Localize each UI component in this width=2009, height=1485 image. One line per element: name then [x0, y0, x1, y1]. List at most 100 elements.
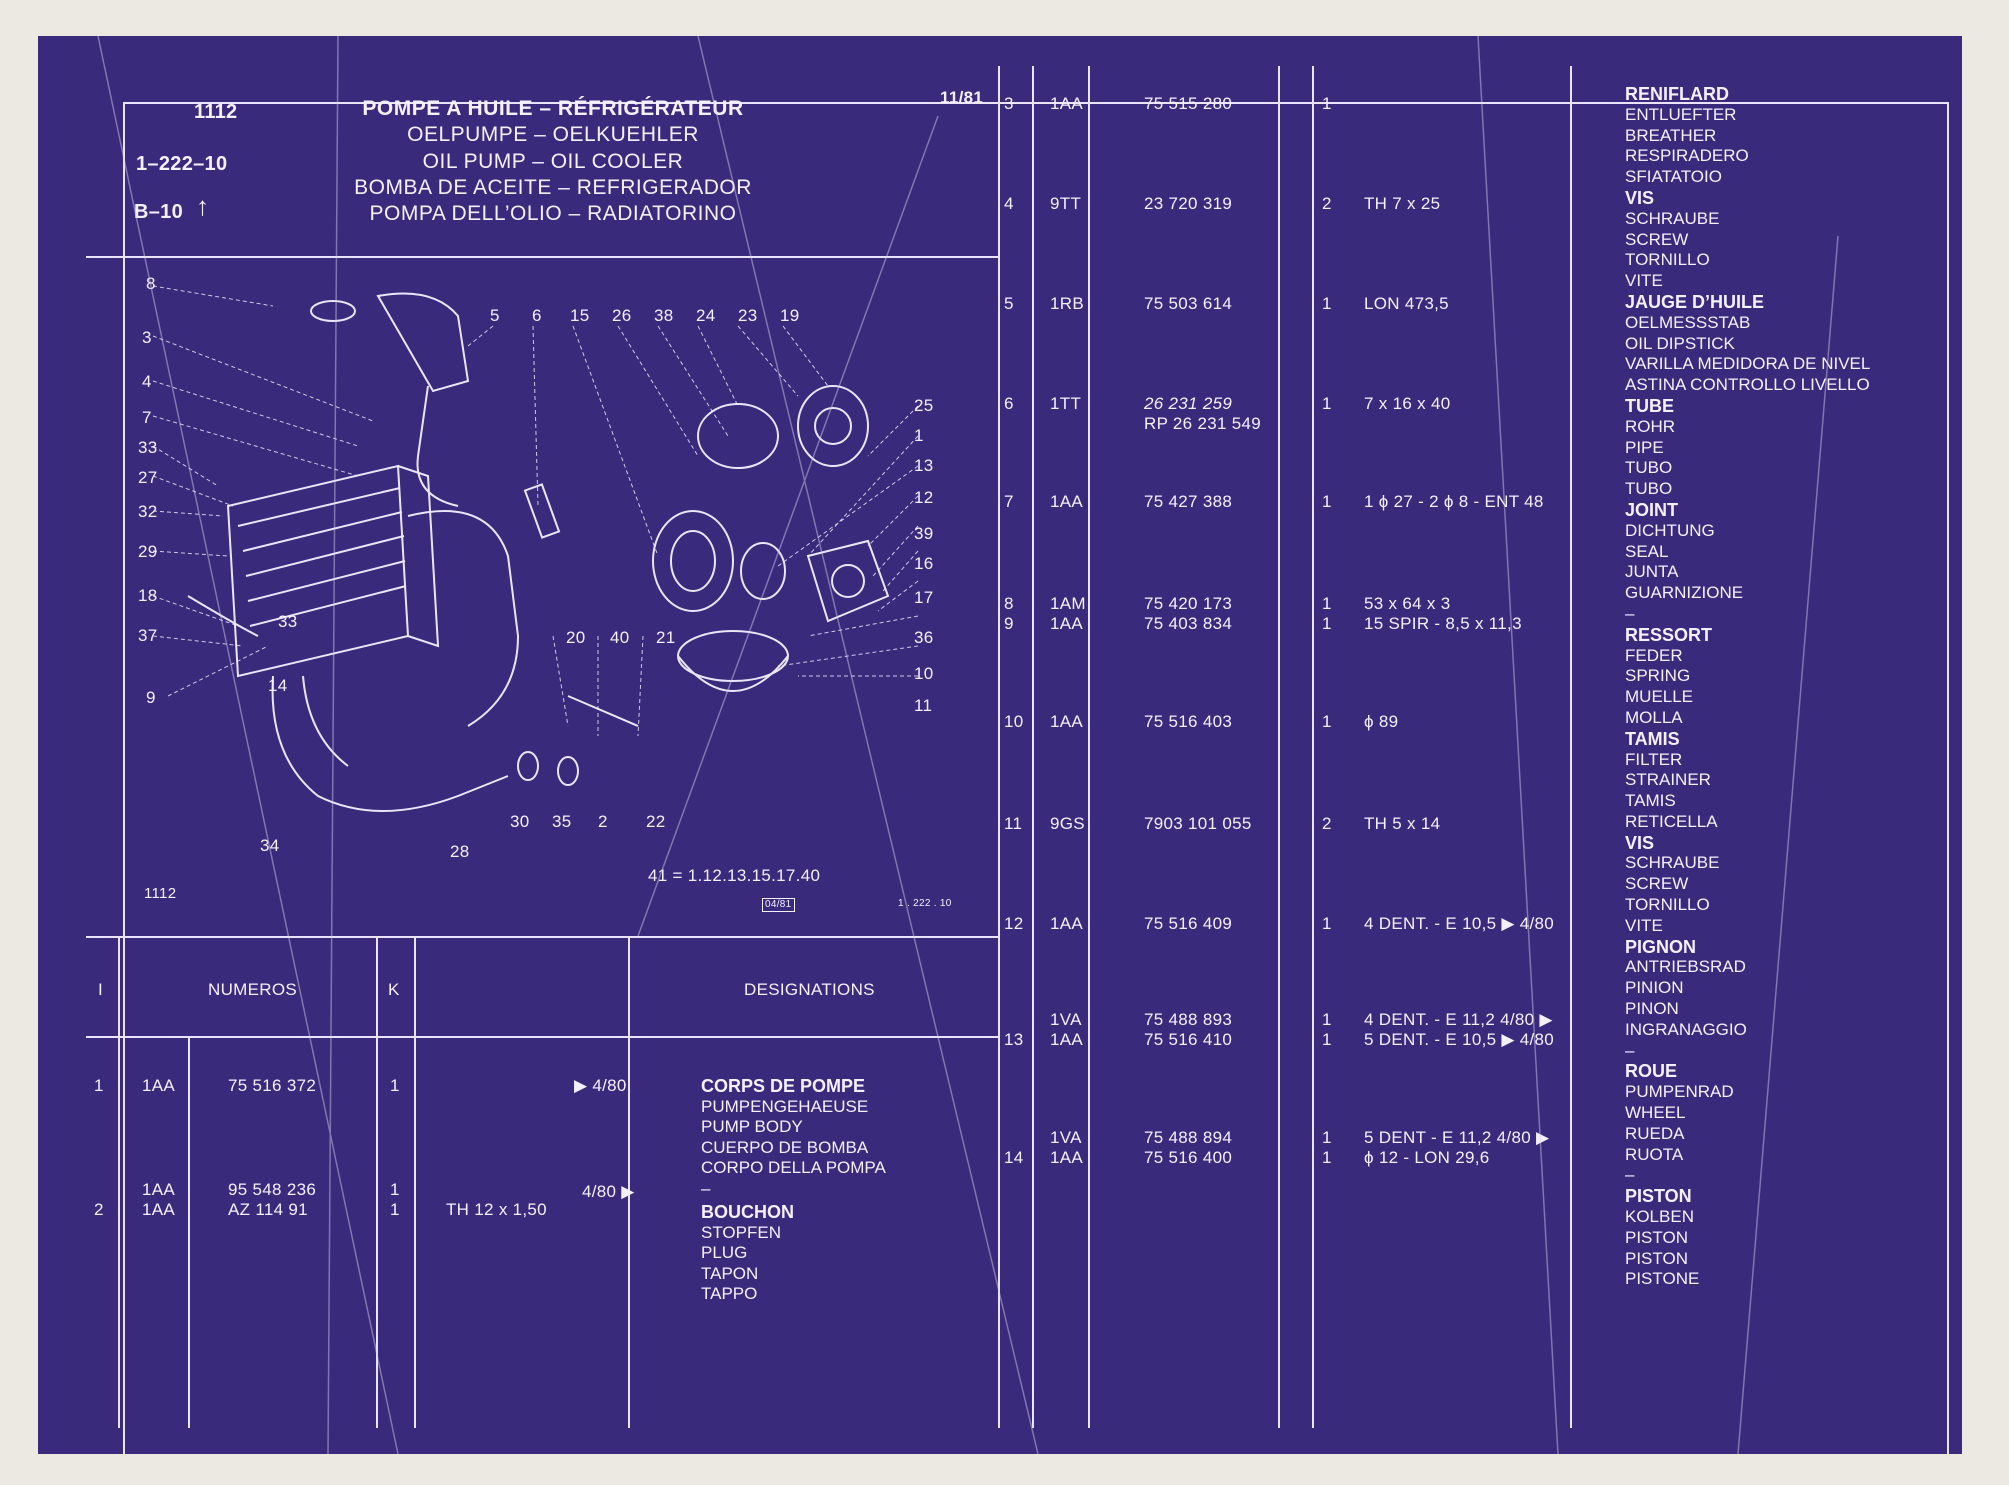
right-row-7-code: 1AA [1050, 614, 1084, 633]
right-row-5-qty: 1 [1322, 492, 1332, 511]
left-row-1-code: 1AA [142, 1076, 176, 1095]
diagram-ref-small: 1 . 222 . 10 [898, 898, 952, 909]
designation-line: STRAINER [1625, 770, 1711, 790]
designation-line: FEDER [1625, 645, 1683, 665]
divider-header [86, 256, 998, 258]
designation-line: FILTER [1625, 749, 1683, 769]
callout-25: 25 [914, 396, 934, 415]
designation-title: ROUE [1625, 1061, 1678, 1082]
right-row-13-number: 75 488 894 [1144, 1128, 1233, 1147]
callout-13: 13 [914, 456, 934, 475]
rcol-i-line [1032, 66, 1034, 1428]
right-row-10-note: 4 DENT. - E 10,5 ▶ 4/80 [1364, 914, 1555, 933]
designation-line: OIL DIPSTICK [1625, 333, 1735, 353]
designation-line: RUOTA [1625, 1144, 1684, 1164]
col-header-i: I [98, 980, 104, 999]
callout-34: 34 [260, 836, 280, 855]
designation-line: VARILLA MEDIDORA DE NIVEL [1625, 354, 1871, 374]
designation-line: ASTINA CONTROLLO LIVELLO [1625, 375, 1870, 395]
designation-line: INGRANAGGIO [1625, 1019, 1747, 1039]
designation-line: MUELLE [1625, 687, 1694, 707]
designation-line: PIPE [1625, 437, 1664, 457]
right-row-6-index: 8 [1004, 594, 1014, 613]
designation-line: ENTLUEFTER [1625, 104, 1737, 124]
title-de: OELPUMPE – OELKUEHLER [407, 123, 699, 146]
rcol-code-line [1088, 66, 1090, 1428]
designation-line: PINON [1625, 999, 1679, 1019]
right-row-5-code: 1AA [1050, 492, 1084, 511]
callout-37: 37 [138, 626, 158, 645]
right-row-14-index: 14 [1004, 1148, 1024, 1167]
right-row-10-qty: 1 [1322, 914, 1332, 933]
col-header-designations: DESIGNATIONS [744, 980, 875, 999]
designation-line: – [1625, 1040, 1635, 1060]
col-header-k: K [388, 980, 400, 999]
designation-line: WHEEL [1625, 1103, 1686, 1123]
right-row-11-code: 1VA [1050, 1010, 1082, 1029]
right-row-1-qty: 1 [1322, 94, 1332, 113]
right-row-11-number: 75 488 893 [1144, 1010, 1233, 1029]
designation-line: BREATHER [1625, 125, 1717, 145]
parts-plate [123, 102, 1949, 1454]
callout-21: 21 [656, 628, 676, 647]
right-row-7-index: 9 [1004, 614, 1014, 633]
divider-table-top [86, 936, 998, 938]
callout-28: 28 [450, 842, 470, 861]
callout-8: 8 [146, 274, 156, 293]
right-row-1-code: 1AA [1050, 94, 1084, 113]
right-row-4-code: 1TT [1050, 394, 1082, 413]
callout-4: 4 [142, 372, 152, 391]
right-row-9-qty: 2 [1322, 814, 1332, 833]
right-row-3-index: 5 [1004, 294, 1014, 313]
callout-12: 12 [914, 488, 934, 507]
designation-title: RESSORT [1625, 624, 1713, 645]
right-row-4-note: 7 x 16 x 40 [1364, 394, 1451, 413]
callout-5: 5 [490, 306, 500, 325]
right-row-6-qty: 1 [1322, 594, 1332, 613]
col-i-line [118, 936, 120, 1428]
callout-2: 2 [598, 812, 608, 831]
designation-line: RESPIRADERO [1625, 146, 1749, 166]
right-row-8-index: 10 [1004, 712, 1024, 731]
callout-17: 17 [914, 588, 934, 607]
left-row-1-number: 75 516 372 [228, 1076, 317, 1095]
right-row-7-number: 75 403 834 [1144, 614, 1233, 633]
callout-39: 39 [914, 524, 934, 543]
right-row-13-note: 5 DENT - E 11,2 4/80 ▶ [1364, 1128, 1550, 1147]
callout-9: 9 [146, 688, 156, 707]
right-row-13-qty: 1 [1322, 1128, 1332, 1147]
designation-title: TAMIS [1625, 728, 1680, 749]
designation-line: RETICELLA [1625, 811, 1718, 831]
callout-3: 3 [142, 328, 152, 347]
left-row-1-qty: 1 [390, 1076, 400, 1095]
title-es: BOMBA DE ACEITE – REFRIGERADOR [354, 176, 752, 199]
right-row-3-note: LON 473,5 [1364, 294, 1449, 313]
blueprint-sheet: 1112 1–222–10 B–10 ↑ 11/81 POMPE A HUILE… [38, 36, 1962, 1454]
right-row-1-number: 75 515 280 [1144, 94, 1233, 113]
right-row-5-note: 1 ϕ 27 - 2 ϕ 8 - ENT 48 [1364, 492, 1544, 511]
right-row-12-code: 1AA [1050, 1030, 1084, 1049]
left-row-2-number-b: AZ 114 91 [228, 1200, 308, 1219]
left-row-2-qty-a: 1 [390, 1180, 400, 1199]
designation-line: SFIATATOIO [1625, 167, 1722, 187]
callout-26: 26 [612, 306, 632, 325]
callout-35: 35 [552, 812, 572, 831]
designation-line: – [1625, 603, 1635, 623]
callout-10: 10 [914, 664, 934, 683]
callout-23: 23 [738, 306, 758, 325]
designation-line: VITE [1625, 271, 1663, 291]
right-row-8-note: ϕ 89 [1364, 712, 1399, 731]
designation-title: PISTON [1625, 1186, 1692, 1207]
right-row-12-qty: 1 [1322, 1030, 1332, 1049]
right-row-2-qty: 2 [1322, 194, 1332, 213]
callout-24: 24 [696, 306, 716, 325]
group-number: 1112 [194, 101, 238, 123]
right-row-7-note: 15 SPIR - 8,5 x 11,3 [1364, 614, 1522, 633]
left-row-2-index: 2 [94, 1200, 104, 1219]
designation-title: PIGNON [1625, 936, 1697, 957]
callout-27: 27 [138, 468, 158, 487]
right-row-3-code: 1RB [1050, 294, 1084, 313]
left-row-2-date: 4/80 ▶ [582, 1182, 635, 1201]
right-row-3-number: 75 503 614 [1144, 294, 1233, 313]
designation-line: TAMIS [1625, 791, 1676, 811]
